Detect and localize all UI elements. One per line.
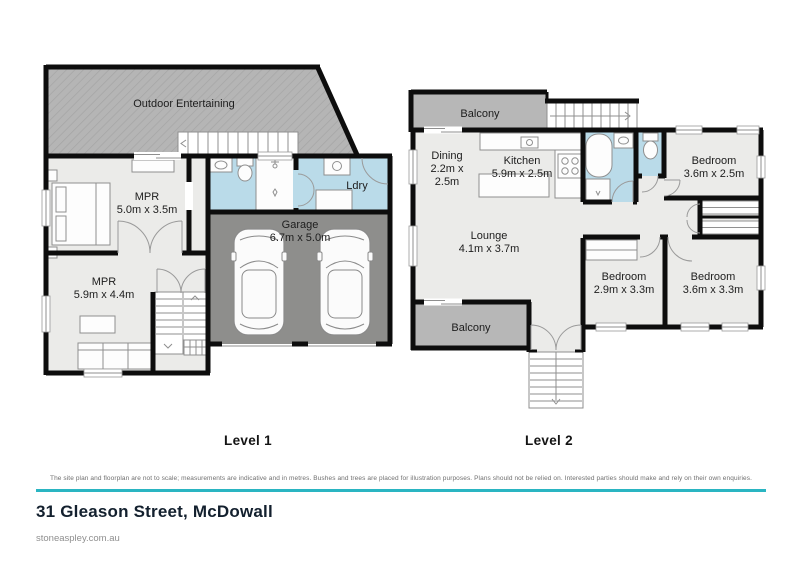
room-dims-dining-1: 2.2m x [430, 163, 464, 175]
outdoor-stairs [177, 131, 299, 156]
room-dims-mpr-upper: 5.0m x 3.5m [117, 204, 178, 216]
accent-divider [36, 489, 766, 492]
entry-landing [529, 302, 583, 352]
room-label-garage: Garage [282, 219, 319, 231]
balcony-top-area [411, 92, 547, 132]
toilet-icon [642, 132, 659, 142]
level1-label: Level 1 [224, 433, 272, 448]
room-dims-mpr-lower: 5.9m x 4.4m [74, 289, 135, 301]
stove-icon [557, 153, 583, 179]
room-dims-bedroom2: 2.9m x 3.3m [594, 284, 655, 296]
room-label-bedroom3: Bedroom [691, 271, 736, 283]
level1-plan: Outdoor Entertaining MPR 5.0m x 3.5m MPR… [41, 64, 393, 448]
room-dims-bedroom1: 3.6m x 2.5m [684, 168, 745, 180]
level2-label: Level 2 [525, 433, 573, 448]
room-label-kitchen: Kitchen [504, 155, 541, 167]
level2-openings [408, 125, 766, 351]
agency-website: stoneaspley.com.au [36, 533, 120, 544]
level2-plan: Balcony Dining 2.2m x 2.5m Kitchen 5.9m … [408, 89, 766, 448]
bathroom2-fixtures [585, 132, 659, 202]
room-label-dining: Dining [431, 150, 462, 162]
balcony-bottom-area [413, 302, 529, 348]
property-address: 31 Gleason Street, McDowall [36, 502, 273, 521]
room-label-outdoor: Outdoor Entertaining [133, 98, 235, 110]
room-label-balcony-bottom: Balcony [451, 322, 491, 334]
room-label-laundry: Ldry [346, 180, 368, 192]
car-icon [316, 228, 374, 336]
room-dims-bedroom3: 3.6m x 3.3m [683, 284, 744, 296]
bathtub-icon [585, 133, 613, 178]
internal-stairs [154, 291, 209, 356]
cabinet-icon [131, 159, 175, 173]
upper-entry-stairs [546, 100, 638, 133]
shower2-icon [585, 178, 611, 202]
room-dims-kitchen: 5.9m x 2.5m [492, 168, 553, 180]
room-label-bedroom2: Bedroom [602, 271, 647, 283]
room-label-lounge: Lounge [471, 230, 508, 242]
bathroom-fixtures [209, 157, 295, 211]
room-label-balcony-top: Balcony [460, 108, 500, 120]
room-label-mpr-upper: MPR [135, 191, 160, 203]
wardrobe-shelves [585, 200, 760, 261]
room-dims-lounge: 4.1m x 3.7m [459, 243, 520, 255]
bed-icon [43, 169, 111, 259]
kitchen-fixtures [478, 132, 584, 199]
room-dims-dining-2: 2.5m [435, 176, 459, 188]
room-label-mpr-lower: MPR [92, 276, 117, 288]
room-dims-garage: 6.7m x 5.0m [270, 232, 331, 244]
sofa-icon [77, 315, 153, 370]
disclaimer-text: The site plan and floorplan are not to s… [50, 475, 752, 482]
shower-icon [255, 157, 295, 211]
level1-openings [41, 151, 389, 378]
room-label-bedroom1: Bedroom [692, 155, 737, 167]
level1-walls [43, 64, 393, 376]
car-icon [230, 228, 288, 336]
exterior-stairs [528, 351, 584, 409]
floorplan-canvas: Outdoor Entertaining MPR 5.0m x 3.5m MPR… [41, 64, 766, 448]
